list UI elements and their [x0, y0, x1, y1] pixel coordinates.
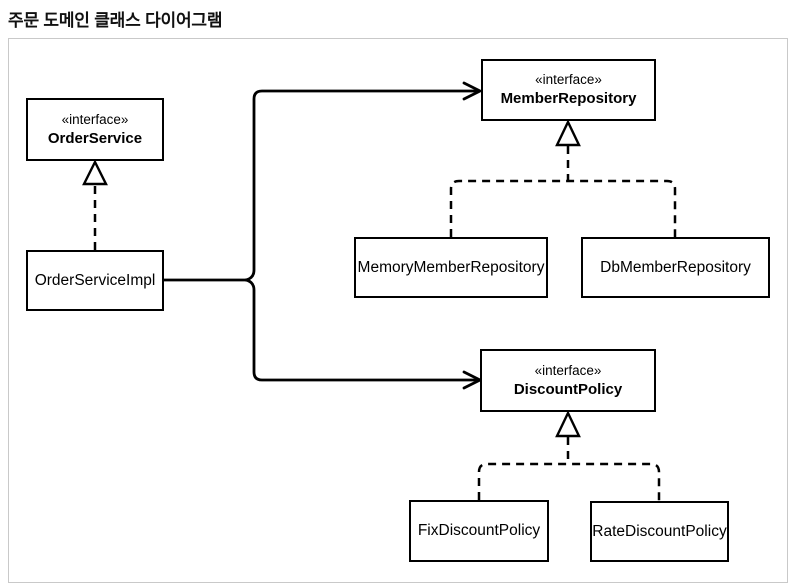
class-name-label: OrderServiceImpl	[34, 271, 156, 289]
realization-triangle-discountpolicy-icon	[555, 410, 581, 438]
stereotype-label: «interface»	[534, 362, 602, 378]
edge-orderserviceimpl-to-memberrepository	[244, 89, 479, 282]
edge-policies-to-discountpolicy	[477, 462, 661, 501]
class-name-label: RateDiscountPolicy	[592, 522, 727, 540]
class-box-dbmemberrepository: DbMemberRepository	[581, 237, 770, 298]
edge-orderserviceimpl-to-discountpolicy	[244, 278, 479, 382]
stereotype-label: «interface»	[535, 72, 602, 88]
class-box-discountpolicy: «interface» DiscountPolicy	[480, 349, 656, 412]
class-box-memorymemberrepository: MemoryMemberRepository	[354, 237, 548, 298]
connector-layer	[82, 81, 677, 501]
class-name-label: FixDiscountPolicy	[417, 522, 541, 539]
class-box-ratediscountpolicy: RateDiscountPolicy	[590, 501, 729, 562]
class-name-label: MemberRepository	[500, 90, 637, 108]
page-title: 주문 도메인 클래스 다이어그램	[8, 11, 223, 30]
stereotype-label: «interface»	[61, 111, 129, 127]
class-box-fixdiscountpolicy: FixDiscountPolicy	[409, 500, 549, 562]
class-box-memberrepository: «interface» MemberRepository	[481, 59, 656, 121]
diagram-canvas: «interface» OrderService OrderServiceImp…	[8, 38, 788, 583]
class-box-orderserviceimpl: OrderServiceImpl	[26, 250, 164, 311]
class-box-orderservice: «interface» OrderService	[26, 98, 164, 161]
class-name-label: OrderService	[47, 129, 143, 147]
realization-triangle-memberrepository-icon	[555, 119, 581, 147]
class-name-label: DbMemberRepository	[600, 258, 751, 276]
arrowhead-memberrepository-icon	[462, 81, 482, 101]
edge-repositories-to-memberrepository	[449, 179, 677, 237]
realization-triangle-orderservice-icon	[82, 159, 108, 186]
class-name-label: DiscountPolicy	[513, 380, 623, 398]
class-name-label: MemoryMemberRepository	[357, 258, 545, 276]
